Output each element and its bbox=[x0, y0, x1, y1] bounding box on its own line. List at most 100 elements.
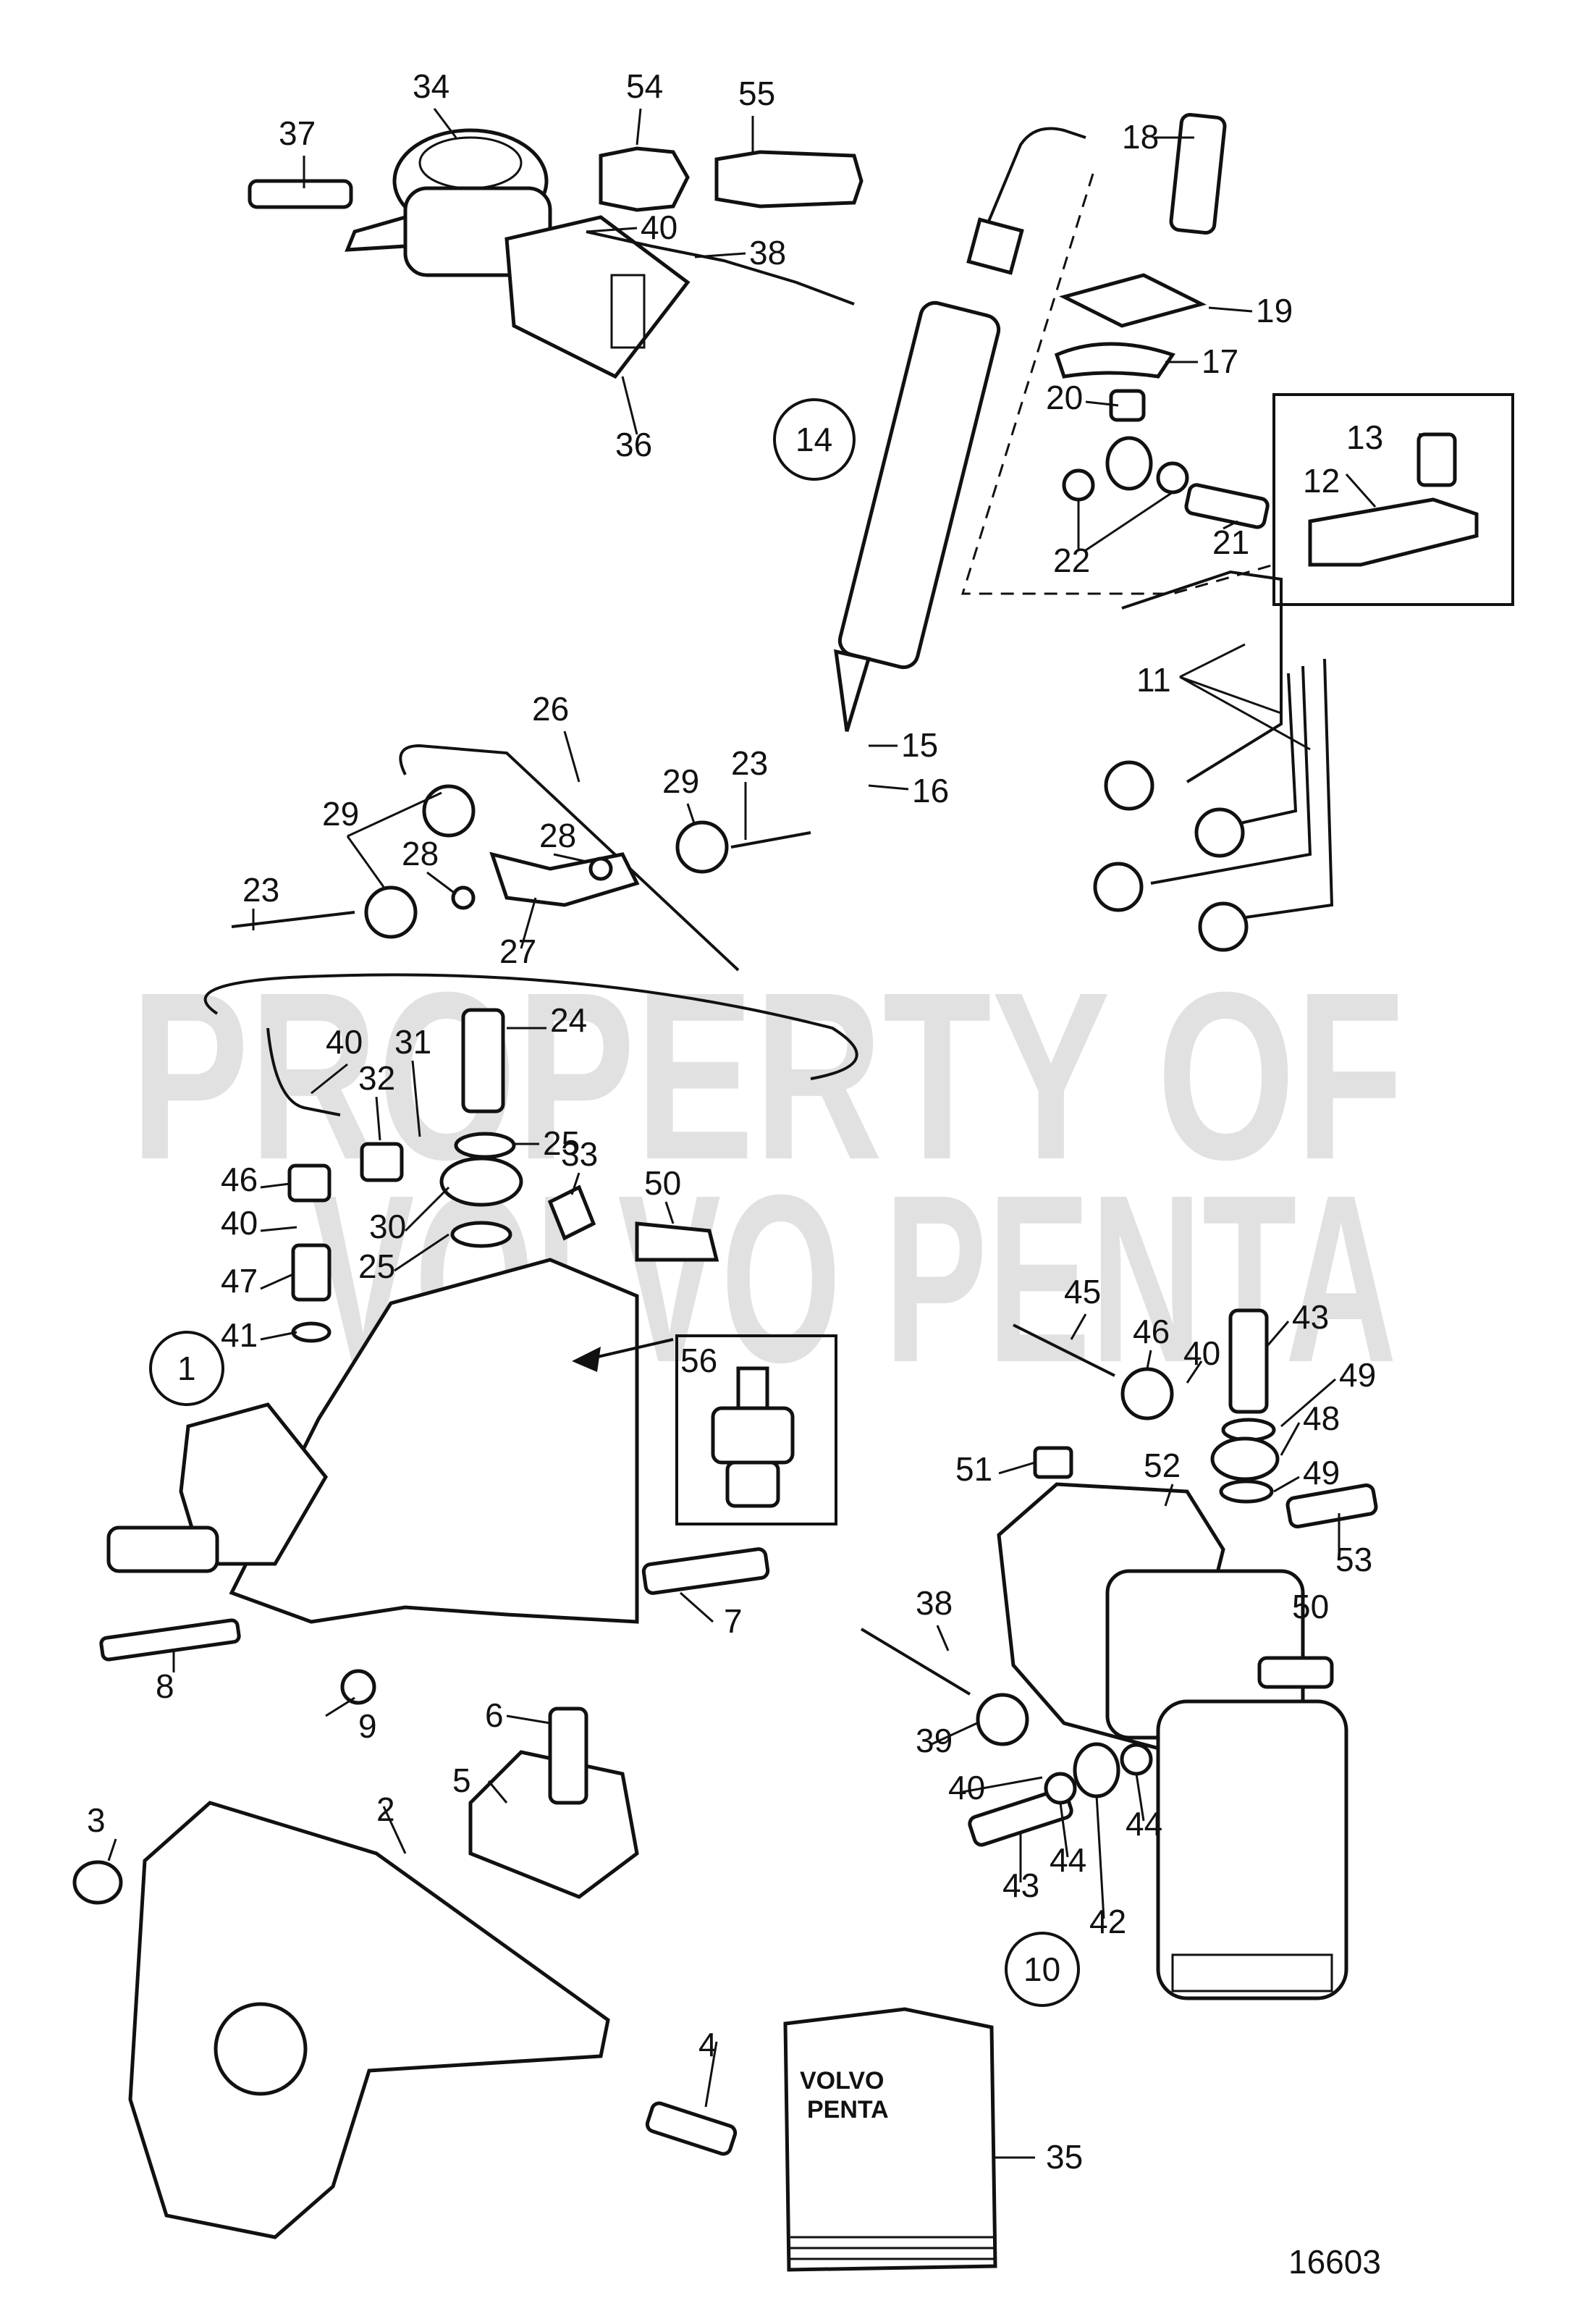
booklet-line1: VOLVO bbox=[800, 2067, 884, 2095]
olive-28-b bbox=[588, 857, 613, 881]
nut-39 bbox=[976, 1693, 1029, 1746]
sensor-56-thread bbox=[736, 1366, 769, 1414]
booklet-cover bbox=[783, 2007, 997, 2272]
diagram-number: 16603 bbox=[1288, 2243, 1381, 2281]
banjo-48 bbox=[1210, 1436, 1280, 1481]
banjo-fitting bbox=[1105, 436, 1153, 491]
label-20: 20 bbox=[1046, 379, 1083, 416]
bolt-53 bbox=[1285, 1483, 1378, 1529]
label-16: 16 bbox=[912, 772, 949, 809]
clamp-17 bbox=[1054, 342, 1175, 379]
label-46-right: 46 bbox=[1133, 1313, 1170, 1350]
hose-38-filter bbox=[860, 1628, 971, 1696]
label-53: 53 bbox=[1335, 1541, 1372, 1578]
label-42: 42 bbox=[1089, 1903, 1126, 1940]
bolt-50-filter bbox=[1257, 1656, 1334, 1689]
nut-51 bbox=[1033, 1446, 1073, 1479]
label-12: 12 bbox=[1303, 462, 1340, 500]
injector-nut bbox=[966, 217, 1024, 275]
circled-label-1: 1 bbox=[177, 1350, 196, 1387]
nut-29-top bbox=[422, 784, 476, 838]
label-48: 48 bbox=[1303, 1400, 1340, 1437]
pipe-nut-2 bbox=[1194, 807, 1245, 858]
circled-label-14: 14 bbox=[795, 421, 832, 458]
bracket-12 bbox=[1308, 497, 1479, 567]
pipe-nut-4 bbox=[1198, 901, 1249, 952]
label-47: 47 bbox=[221, 1262, 258, 1300]
stud-8 bbox=[99, 1618, 241, 1662]
pipe-nut-1 bbox=[1104, 760, 1154, 811]
nut-46-right bbox=[1120, 1367, 1174, 1421]
label-11: 11 bbox=[1136, 661, 1171, 699]
inset-frame bbox=[1272, 393, 1514, 606]
bolt-21 bbox=[1184, 483, 1270, 529]
label-55: 55 bbox=[738, 75, 775, 112]
label-30: 30 bbox=[369, 1208, 406, 1245]
bracket-2-bore bbox=[214, 2002, 308, 2096]
pipe-11-a bbox=[1121, 570, 1283, 783]
label-40-top: 40 bbox=[641, 209, 677, 246]
pump-flange bbox=[179, 1402, 329, 1566]
pump-lever bbox=[345, 214, 408, 252]
label-23-left: 23 bbox=[242, 871, 279, 909]
nipple-47 bbox=[291, 1243, 332, 1302]
nut-29-left bbox=[364, 885, 418, 939]
hose-23-right bbox=[730, 831, 811, 849]
return-pipe-26 bbox=[399, 744, 740, 972]
label-6: 6 bbox=[485, 1696, 504, 1734]
label-24: 24 bbox=[550, 1001, 587, 1039]
label-27: 27 bbox=[499, 933, 536, 970]
circle-10 bbox=[1005, 1932, 1080, 2007]
bolt-37 bbox=[248, 179, 353, 209]
pipe-nut-3 bbox=[1093, 862, 1144, 912]
hose-connector-55 bbox=[714, 150, 864, 209]
label-29-right: 29 bbox=[662, 762, 699, 800]
inset-56-frame bbox=[675, 1334, 837, 1525]
label-28-left: 28 bbox=[402, 835, 439, 872]
label-8: 8 bbox=[156, 1667, 174, 1705]
plug-3 bbox=[72, 1860, 123, 1905]
hose-nipple-50 bbox=[635, 1221, 719, 1262]
label-40-filter: 40 bbox=[948, 1769, 985, 1806]
gasket-36 bbox=[504, 215, 691, 379]
clamp-19 bbox=[1059, 273, 1207, 328]
hose-23-left bbox=[231, 911, 355, 928]
inset-box-56 bbox=[572, 1334, 837, 1525]
nut-9 bbox=[340, 1669, 376, 1705]
washer-25-top bbox=[454, 1132, 516, 1159]
nut-29-right bbox=[675, 820, 729, 874]
label-40-pipe: 40 bbox=[326, 1023, 363, 1061]
olive-28-a bbox=[451, 885, 476, 910]
delivery-pipes-11 bbox=[1093, 570, 1334, 952]
label-39: 39 bbox=[916, 1722, 953, 1759]
filter-base-ring bbox=[1171, 1953, 1333, 1992]
leader-lines bbox=[107, 108, 1440, 2159]
label-44-b: 44 bbox=[1126, 1805, 1162, 1843]
leak-off-pipe bbox=[983, 127, 1086, 232]
washer-44-b bbox=[1120, 1743, 1153, 1776]
fuel-filter-assembly bbox=[860, 1308, 1378, 2000]
pipe-11-b bbox=[1230, 673, 1298, 827]
dashed-outline bbox=[203, 973, 858, 1080]
label-50-pump: 50 bbox=[644, 1164, 681, 1202]
banjo-42 bbox=[1073, 1742, 1120, 1798]
fuel-line-38-top bbox=[586, 230, 855, 306]
circle-1 bbox=[149, 1331, 224, 1406]
label-18: 18 bbox=[1122, 118, 1159, 156]
label-40-left: 40 bbox=[221, 1204, 258, 1242]
booklet-35: VOLVO PENTA bbox=[783, 2007, 997, 2272]
label-25-top: 25 bbox=[543, 1124, 580, 1162]
label-13: 13 bbox=[1346, 418, 1383, 456]
injector-assembly bbox=[834, 127, 1275, 732]
label-15: 15 bbox=[901, 726, 938, 764]
label-44-a: 44 bbox=[1050, 1841, 1086, 1879]
label-23-right: 23 bbox=[731, 744, 768, 782]
injector-dashed-guide bbox=[960, 173, 1275, 595]
bracket-2 bbox=[128, 1801, 610, 2239]
label-17: 17 bbox=[1202, 342, 1238, 380]
nut-32 bbox=[360, 1142, 404, 1182]
label-29-left: 29 bbox=[322, 795, 359, 833]
bolt-4 bbox=[645, 2101, 738, 2156]
label-38-filter: 38 bbox=[916, 1584, 953, 1622]
